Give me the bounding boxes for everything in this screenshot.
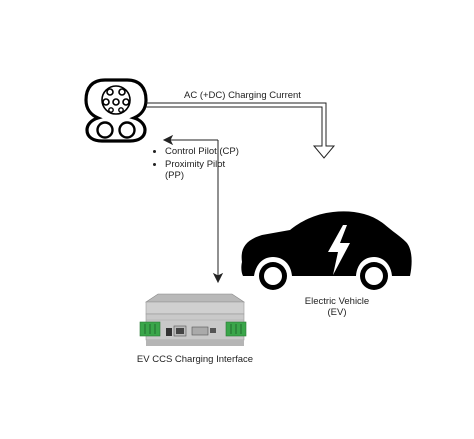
vehicle-label: Electric Vehicle (EV) <box>282 296 392 318</box>
signal-item-pp: Proximity Pilot (PP) <box>165 159 245 181</box>
vehicle-label-line-1: Electric Vehicle <box>304 296 370 307</box>
vehicle-label-line-2: (EV) <box>327 307 347 318</box>
signal-item-cp: Control Pilot (CP) <box>165 146 245 157</box>
ccs-connector-icon <box>84 78 148 143</box>
signal-list: Control Pilot (CP) Proximity Pilot (PP) <box>152 146 245 183</box>
charging-current-label: AC (+DC) Charging Current <box>184 90 301 101</box>
signal-line-arrow <box>162 134 224 284</box>
charging-interface-device <box>139 293 247 346</box>
interface-label: EV CCS Charging Interface <box>136 354 254 365</box>
car-icon <box>241 211 412 290</box>
charging-current-arrow <box>146 102 336 159</box>
lightning-bolt-icon <box>328 225 350 275</box>
